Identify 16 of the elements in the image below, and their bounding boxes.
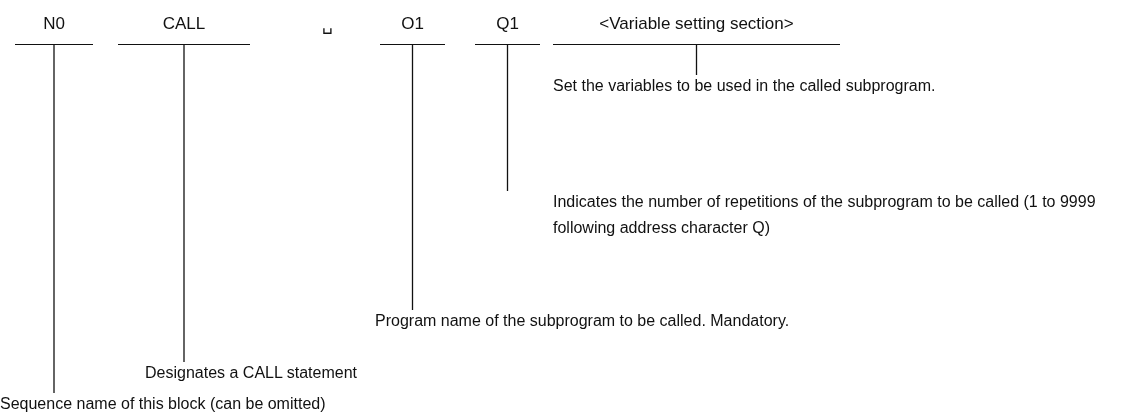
leader-line [411, 44, 414, 311]
description-text: Program name of the subprogram to be called. Mandatory. [375, 308, 795, 334]
leader-line [695, 44, 698, 76]
code-token: O1 [380, 14, 445, 45]
description-text: Indicates the number of repetitions of the subprogram to be called (1 to 9999 following address character Q) [553, 189, 1133, 241]
space-symbol: ␣ [322, 14, 333, 35]
leader-line [183, 44, 185, 363]
code-token: <Variable setting section> [553, 14, 840, 45]
description-text: Sequence name of this block (can be omitted) [0, 391, 420, 417]
leader-line [53, 44, 55, 394]
code-token: CALL [118, 14, 250, 45]
code-token: Q1 [475, 14, 540, 45]
leader-line [506, 44, 509, 192]
description-text: Set the variables to be used in the called subprogram. [553, 73, 1113, 99]
code-token: N0 [15, 14, 93, 45]
description-text: Designates a CALL statement [145, 360, 445, 386]
